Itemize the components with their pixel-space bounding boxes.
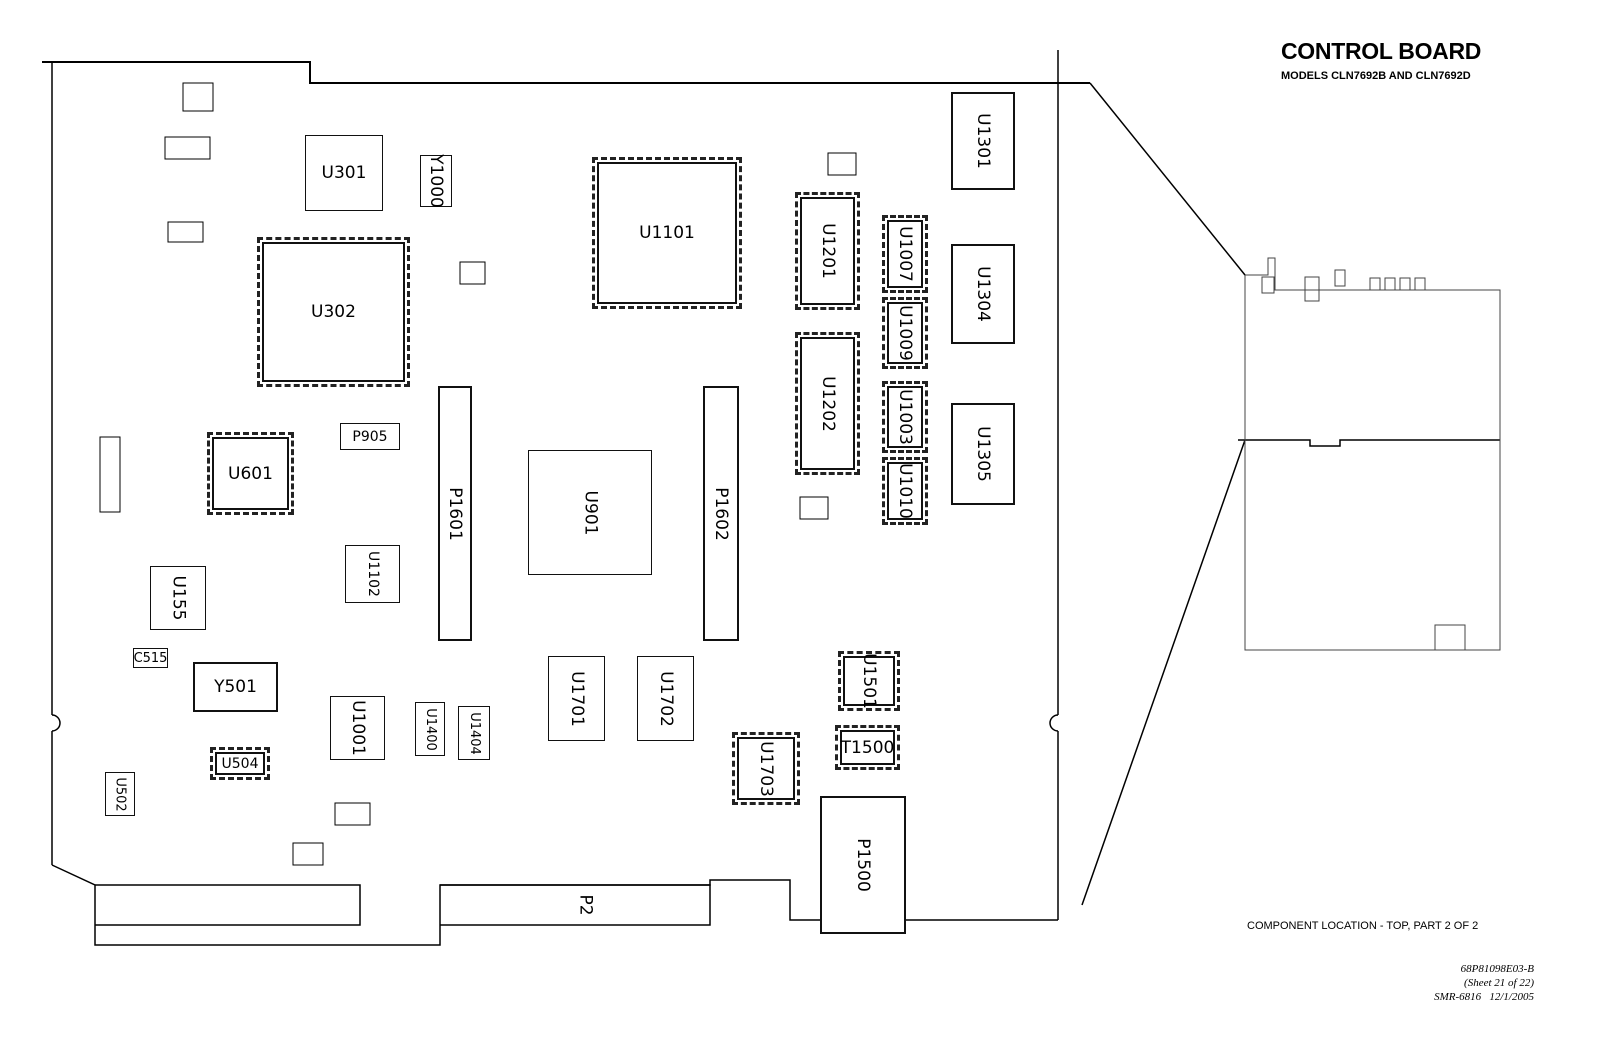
- component-u1007: U1007: [882, 215, 928, 293]
- connector-p1601: P1601: [438, 386, 472, 641]
- component-u1400-label: U1400: [422, 707, 438, 751]
- part-number: 68P81098E03-B: [1460, 963, 1534, 975]
- component-y1000-label: Y1000: [426, 154, 446, 208]
- connector-p2-label: P2: [575, 894, 596, 916]
- component-u1702: U1702: [637, 656, 694, 741]
- connector-p1602: P1602: [703, 386, 739, 641]
- component-u1003-label: U1003: [895, 389, 915, 445]
- component-u1102: U1102: [345, 545, 400, 603]
- component-u901: U901: [528, 450, 652, 575]
- component-u155-label: U155: [167, 575, 188, 621]
- connector-p1601-label: P1601: [445, 486, 466, 541]
- component-u1305-label: U1305: [973, 426, 993, 482]
- component-u1702-label: U1702: [655, 670, 676, 727]
- component-u1003: U1003: [882, 381, 928, 453]
- reference-and-date: SMR-6816 12/1/2005: [1434, 990, 1534, 1004]
- component-u155: U155: [150, 566, 206, 630]
- component-u1703-label: U1703: [756, 740, 776, 797]
- component-u1001-label: U1001: [347, 700, 368, 756]
- figure-caption: COMPONENT LOCATION - TOP, PART 2 OF 2: [1247, 920, 1479, 932]
- component-p905: P905: [340, 423, 400, 450]
- component-u1201-label: U1201: [817, 223, 838, 279]
- component-u1305: U1305: [951, 403, 1015, 505]
- component-u1202: U1202: [795, 332, 860, 475]
- component-u1304-label: U1304: [973, 266, 993, 322]
- component-u1301-label: U1301: [973, 113, 993, 169]
- component-u1301: U1301: [951, 92, 1015, 190]
- component-u1703: U1703: [732, 732, 800, 805]
- connector-p1602-label: P1602: [711, 486, 732, 541]
- component-u1009: U1009: [882, 297, 928, 369]
- component-y1000: Y1000: [420, 154, 452, 208]
- component-u1101: U1101: [592, 157, 742, 309]
- component-t1500: T1500: [835, 725, 900, 770]
- page-subtitle: MODELS CLN7692B AND CLN7692D: [1281, 70, 1471, 82]
- component-u1501-label: U1501: [859, 653, 879, 709]
- component-u1007-label: U1007: [895, 226, 915, 282]
- component-y501: Y501: [193, 662, 278, 712]
- component-u1009-label: U1009: [895, 305, 915, 361]
- component-u502-label: U502: [112, 776, 128, 812]
- component-u302: U302: [257, 237, 410, 387]
- component-u1201: U1201: [795, 192, 860, 310]
- component-u1701: U1701: [548, 656, 605, 741]
- connector-p2-text: P2: [575, 894, 596, 916]
- component-u504: U504: [210, 747, 270, 780]
- component-u1102-label: U1102: [364, 551, 381, 597]
- component-u901-label: U901: [579, 490, 600, 535]
- reference: SMR-6816: [1434, 991, 1482, 1003]
- page-title: CONTROL BOARD: [1281, 38, 1482, 64]
- connector-p1500: P1500: [820, 796, 906, 934]
- component-u1501: U1501: [838, 651, 900, 711]
- component-u1701-label: U1701: [566, 670, 587, 727]
- component-u1304: U1304: [951, 244, 1015, 344]
- component-u1001: U1001: [330, 696, 385, 760]
- connector-p1500-label: P1500: [852, 838, 873, 892]
- component-u601: U601: [207, 432, 294, 515]
- component-u301: U301: [305, 135, 383, 211]
- date: 12/1/2005: [1489, 991, 1534, 1003]
- sheet-number: (Sheet 21 of 22): [1464, 977, 1534, 989]
- component-u502: U502: [105, 772, 135, 816]
- component-c515: C515: [133, 648, 168, 668]
- component-u1010-label: U1010: [895, 463, 915, 519]
- component-u1202-label: U1202: [817, 375, 838, 432]
- document-reference: 68P81098E03-B (Sheet 21 of 22) SMR-6816 …: [1434, 962, 1534, 1004]
- component-u1404: U1404: [458, 706, 490, 760]
- component-u1400: U1400: [415, 702, 445, 756]
- component-u1404-label: U1404: [466, 711, 482, 755]
- component-u1010: U1010: [882, 457, 928, 525]
